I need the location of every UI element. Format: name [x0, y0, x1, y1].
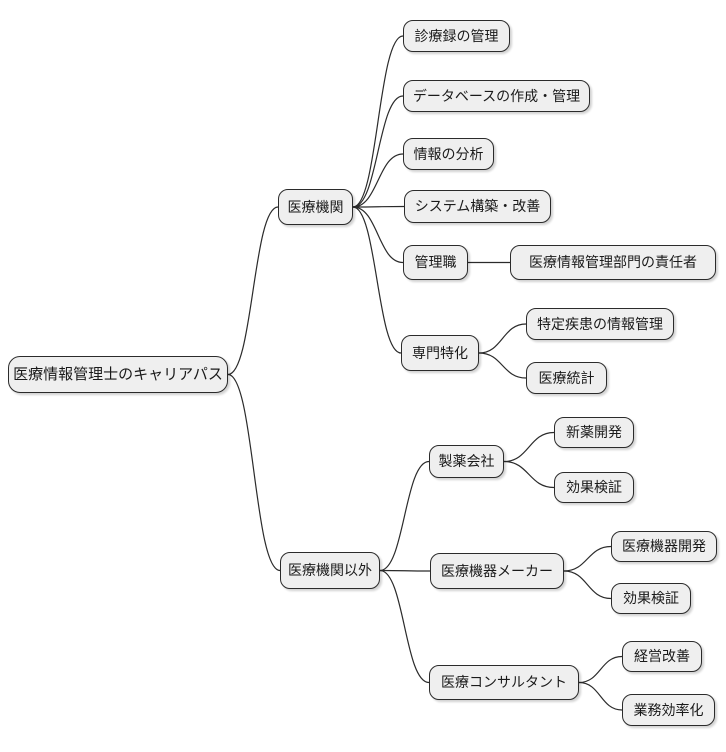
- node-specialty: 専門特化: [401, 335, 479, 371]
- edge-nonorg-consultant: [379, 569, 430, 684]
- node-analysis: 情報の分析: [403, 138, 494, 170]
- edge-consultant-biz-improve: [578, 655, 623, 684]
- node-records: 診療録の管理: [403, 20, 510, 52]
- edge-device-maker-verify-2: [563, 570, 612, 600]
- node-new-drug: 新薬開発: [554, 417, 634, 448]
- edge-consultant-efficiency: [578, 681, 623, 711]
- edge-root-org: [227, 206, 279, 376]
- edge-pharma-verify-1: [503, 460, 555, 489]
- node-system: システム構築・改善: [404, 190, 551, 223]
- edge-nonorg-device-maker: [379, 569, 431, 572]
- edge-org-specialty: [352, 206, 402, 354]
- node-database: データベースの作成・管理: [403, 80, 590, 112]
- node-verify-2: 効果検証: [611, 583, 691, 614]
- node-pharma: 製薬会社: [429, 445, 504, 478]
- node-org: 医療機関: [278, 189, 353, 225]
- edge-device-maker-device-dev: [563, 545, 612, 572]
- edge-org-records: [352, 35, 404, 208]
- node-dept-head: 医療情報管理部門の責任者: [510, 245, 716, 280]
- edge-org-analysis: [352, 153, 404, 208]
- edge-nonorg-pharma: [379, 460, 430, 572]
- node-device-maker: 医療機器メーカー: [430, 553, 564, 589]
- edge-org-system: [352, 205, 405, 208]
- edge-specialty-med-stats: [478, 352, 527, 379]
- node-manager: 管理職: [403, 245, 468, 280]
- edge-org-database: [352, 95, 404, 208]
- node-med-stats: 医療統計: [526, 362, 607, 394]
- node-verify-1: 効果検証: [554, 472, 634, 503]
- node-nonorg: 医療機関以外: [280, 552, 380, 589]
- node-root: 医療情報管理士のキャリアパス: [8, 356, 228, 393]
- edge-root-nonorg: [227, 373, 281, 572]
- node-biz-improve: 経営改善: [622, 641, 702, 672]
- edge-pharma-new-drug: [503, 431, 555, 463]
- node-device-dev: 医療機器開発: [611, 531, 717, 562]
- edge-specialty-disease-info: [478, 323, 527, 354]
- node-consultant: 医療コンサルタント: [429, 665, 579, 700]
- node-efficiency: 業務効率化: [622, 694, 715, 726]
- node-disease-info: 特定疾患の情報管理: [526, 308, 674, 340]
- edge-org-manager: [352, 206, 404, 264]
